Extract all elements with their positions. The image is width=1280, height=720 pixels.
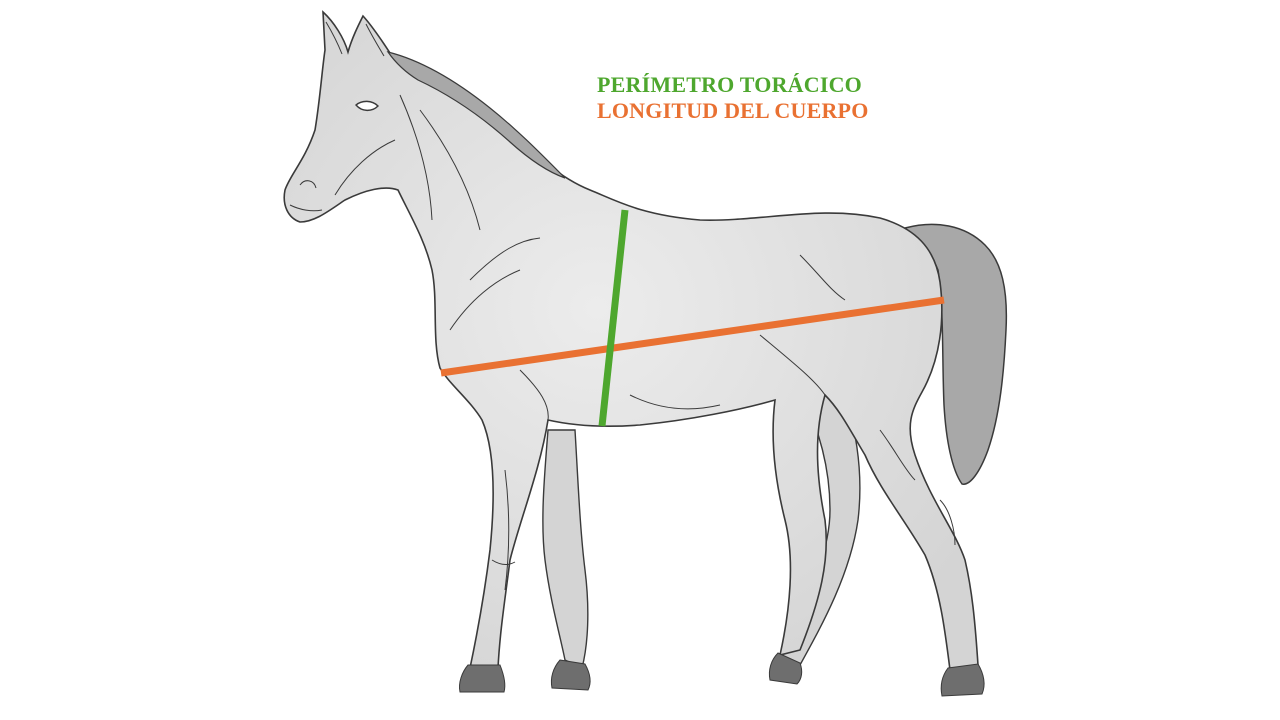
horse-body xyxy=(283,10,979,671)
body-length-line xyxy=(440,296,945,377)
ear-inner-left xyxy=(325,21,343,55)
far-front-leg xyxy=(542,429,589,669)
measurement-legend: PERÍMETRO TORÁCICO LONGITUD DEL CUERPO xyxy=(597,72,869,124)
heart-girth-line xyxy=(598,209,629,427)
legend-heart-girth-label: PERÍMETRO TORÁCICO xyxy=(597,72,862,97)
chest-detail xyxy=(449,269,521,331)
nostril xyxy=(299,180,317,189)
foreleg-detail xyxy=(504,469,510,591)
hoof-near-hind xyxy=(940,663,985,697)
elbow-detail xyxy=(519,369,549,421)
belly-detail xyxy=(629,394,721,410)
stifle-detail xyxy=(879,429,916,481)
hoof-far-front xyxy=(550,659,591,691)
flank-detail xyxy=(759,334,826,396)
shoulder-detail xyxy=(469,237,541,281)
jaw-line xyxy=(334,139,396,196)
neck-detail-1 xyxy=(399,94,433,221)
hip-detail xyxy=(799,254,846,301)
hoof-near-front xyxy=(459,664,506,693)
hoof-far-hind xyxy=(768,652,803,685)
ear-inner-right xyxy=(365,23,385,57)
mane xyxy=(386,51,566,179)
eye xyxy=(355,100,379,112)
knee-detail xyxy=(491,559,516,565)
mouth xyxy=(289,204,323,212)
neck-detail-2 xyxy=(419,109,481,231)
hock-detail xyxy=(939,499,956,546)
legend-body-length-label: LONGITUD DEL CUERPO xyxy=(597,98,869,123)
